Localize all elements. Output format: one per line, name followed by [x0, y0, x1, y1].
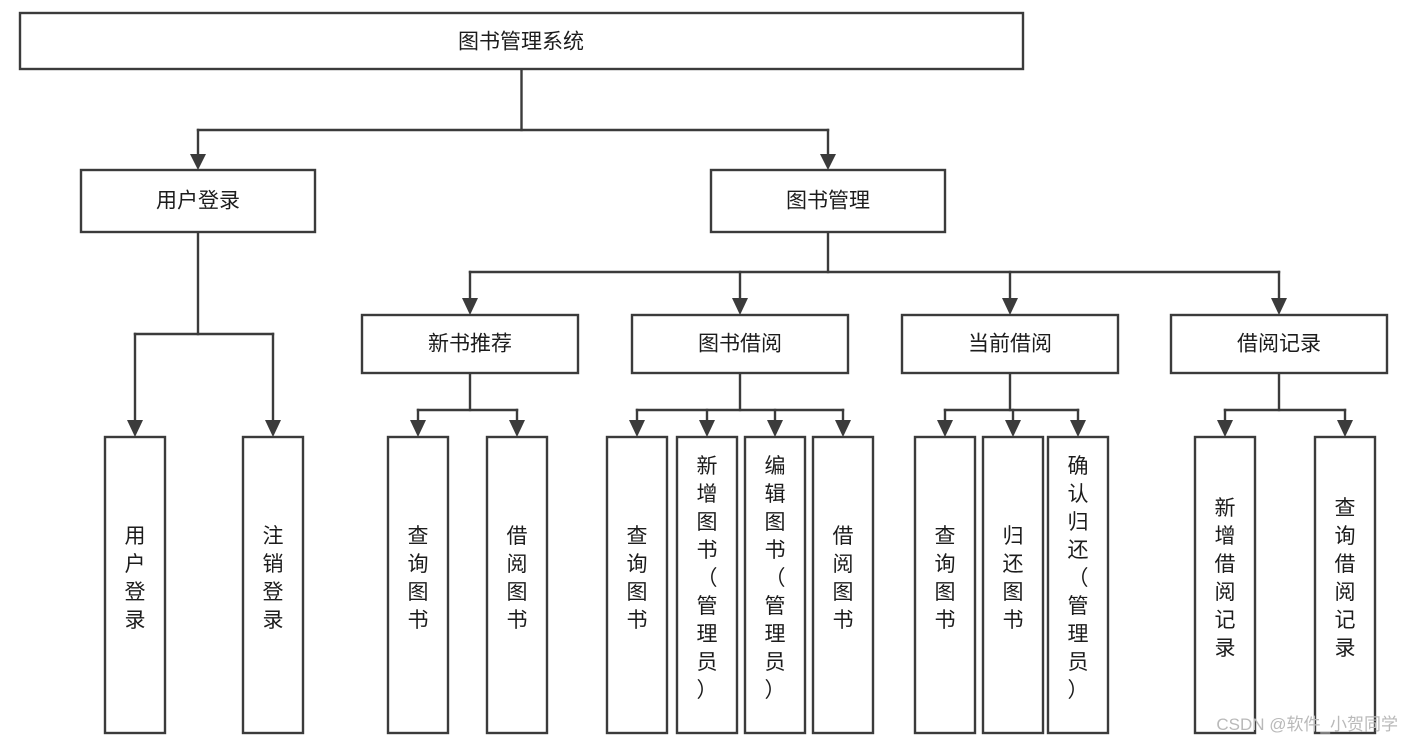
- node-user-login-box[interactable]: [79, 168, 317, 234]
- leaf-node-add-book-admin-label: 新增图书（管理员）: [697, 455, 718, 702]
- leaf-node-borrow-book-rec[interactable]: 借阅图书: [485, 435, 549, 735]
- leaf-node-edit-book-admin-label: 编辑图书（管理员）: [765, 455, 786, 702]
- node-book-borrow[interactable]: 图书借阅: [630, 313, 850, 375]
- arrow-to-leaf-add-book: [699, 420, 715, 437]
- node-borrow-record-label: 借阅记录: [1237, 333, 1321, 356]
- leaf-node-query-borrow-record[interactable]: 查询借阅记录: [1313, 435, 1377, 735]
- leaf-node-query-book-borrow-label: 查询图书: [627, 525, 648, 632]
- leaf-node-query-book-rec-box[interactable]: [386, 435, 450, 735]
- leaf-node-edit-book-admin[interactable]: 编辑图书（管理员）: [743, 435, 807, 735]
- leaf-node-logout[interactable]: 注销登录: [241, 435, 305, 735]
- leaf-node-borrow-book-rec-box[interactable]: [485, 435, 549, 735]
- node-book-management-box[interactable]: [709, 168, 947, 234]
- node-current-borrow-label: 当前借阅: [968, 333, 1052, 356]
- arrow-to-current-borrow: [1002, 298, 1018, 315]
- arrow-to-leaf-confirm-return: [1070, 420, 1086, 437]
- arrow-to-leaf-user-login: [127, 420, 143, 437]
- leaf-node-query-book-borrow[interactable]: 查询图书: [605, 435, 669, 735]
- leaf-node-add-borrow-record[interactable]: 新增借阅记录: [1193, 435, 1257, 735]
- leaf-node-confirm-return-admin-box[interactable]: [1046, 435, 1110, 735]
- arrow-to-new-book-rec: [462, 298, 478, 315]
- leaf-node-return-book-label: 归还图书: [1003, 525, 1024, 632]
- leaf-node-return-book[interactable]: 归还图书: [981, 435, 1045, 735]
- leaf-node-query-book-current[interactable]: 查询图书: [913, 435, 977, 735]
- leaf-node-borrow-book-box[interactable]: [811, 435, 875, 735]
- arrow-to-leaf-query-book-1: [410, 420, 426, 437]
- arrow-to-leaf-logout: [265, 420, 281, 437]
- node-borrow-record-box[interactable]: [1169, 313, 1389, 375]
- leaf-node-query-book-rec-label: 查询图书: [408, 525, 429, 632]
- leaf-node-query-book-rec[interactable]: 查询图书: [386, 435, 450, 735]
- arrow-to-borrow-record: [1271, 298, 1287, 315]
- node-root-label: 图书管理系统: [458, 31, 584, 54]
- arrow-root-to-user-login: [190, 154, 206, 170]
- node-user-login[interactable]: 用户登录: [79, 168, 317, 234]
- arrow-to-leaf-query-book-3: [937, 420, 953, 437]
- leaf-node-user-login-box[interactable]: [103, 435, 167, 735]
- node-book-management[interactable]: 图书管理: [709, 168, 947, 234]
- node-borrow-record[interactable]: 借阅记录: [1169, 313, 1389, 375]
- leaf-node-add-book-admin[interactable]: 新增图书（管理员）: [675, 435, 739, 735]
- csdn-watermark: CSDN @软件_小贺同学: [1216, 715, 1398, 734]
- leaf-node-add-borrow-record-box[interactable]: [1193, 435, 1257, 735]
- node-book-management-label: 图书管理: [786, 190, 870, 213]
- leaf-node-edit-book-admin-box[interactable]: [743, 435, 807, 735]
- leaf-node-add-book-admin-box[interactable]: [675, 435, 739, 735]
- arrow-to-leaf-add-record: [1217, 420, 1233, 437]
- leaf-node-query-book-current-label: 查询图书: [935, 525, 956, 632]
- leaf-node-query-book-borrow-box[interactable]: [605, 435, 669, 735]
- leaf-node-user-login[interactable]: 用户登录: [103, 435, 167, 735]
- node-current-borrow[interactable]: 当前借阅: [900, 313, 1120, 375]
- leaf-node-borrow-book-label: 借阅图书: [833, 525, 854, 632]
- node-book-borrow-box[interactable]: [630, 313, 850, 375]
- arrow-to-leaf-return-book: [1005, 420, 1021, 437]
- node-root[interactable]: 图书管理系统: [18, 11, 1025, 71]
- leaf-node-query-borrow-record-box[interactable]: [1313, 435, 1377, 735]
- leaf-node-logout-box[interactable]: [241, 435, 305, 735]
- node-new-book-recommend-box[interactable]: [360, 313, 580, 375]
- leaf-node-query-borrow-record-label: 查询借阅记录: [1335, 497, 1356, 660]
- leaf-node-confirm-return-admin-label: 确认归还（管理员）: [1068, 455, 1089, 702]
- leaf-node-borrow-book[interactable]: 借阅图书: [811, 435, 875, 735]
- leaf-node-logout-label: 注销登录: [263, 525, 284, 632]
- node-user-login-label: 用户登录: [156, 190, 240, 213]
- arrow-to-leaf-query-record: [1337, 420, 1353, 437]
- leaf-node-confirm-return-admin[interactable]: 确认归还（管理员）: [1046, 435, 1110, 735]
- arrow-to-leaf-edit-book: [767, 420, 783, 437]
- node-new-book-recommend-label: 新书推荐: [428, 333, 512, 356]
- arrow-to-book-borrow: [732, 298, 748, 315]
- arrow-to-leaf-query-book-2: [629, 420, 645, 437]
- node-book-borrow-label: 图书借阅: [698, 333, 782, 356]
- leaf-layer: 用户登录 注销登录 查询图书 借阅图书 查询图书 新增图书（管理员）: [103, 435, 1377, 735]
- arrow-to-leaf-borrow-book-2: [835, 420, 851, 437]
- node-current-borrow-box[interactable]: [900, 313, 1120, 375]
- leaf-node-query-book-current-box[interactable]: [913, 435, 977, 735]
- arrow-to-leaf-borrow-book-1: [509, 420, 525, 437]
- connector-layer: [127, 67, 1353, 437]
- leaf-node-user-login-label: 用户登录: [125, 525, 146, 632]
- node-root-box[interactable]: [18, 11, 1025, 71]
- leaf-node-borrow-book-rec-label: 借阅图书: [507, 525, 528, 632]
- leaf-node-return-book-box[interactable]: [981, 435, 1045, 735]
- arrow-root-to-book-mgmt: [820, 154, 836, 170]
- node-new-book-recommend[interactable]: 新书推荐: [360, 313, 580, 375]
- leaf-node-add-borrow-record-label: 新增借阅记录: [1215, 497, 1236, 660]
